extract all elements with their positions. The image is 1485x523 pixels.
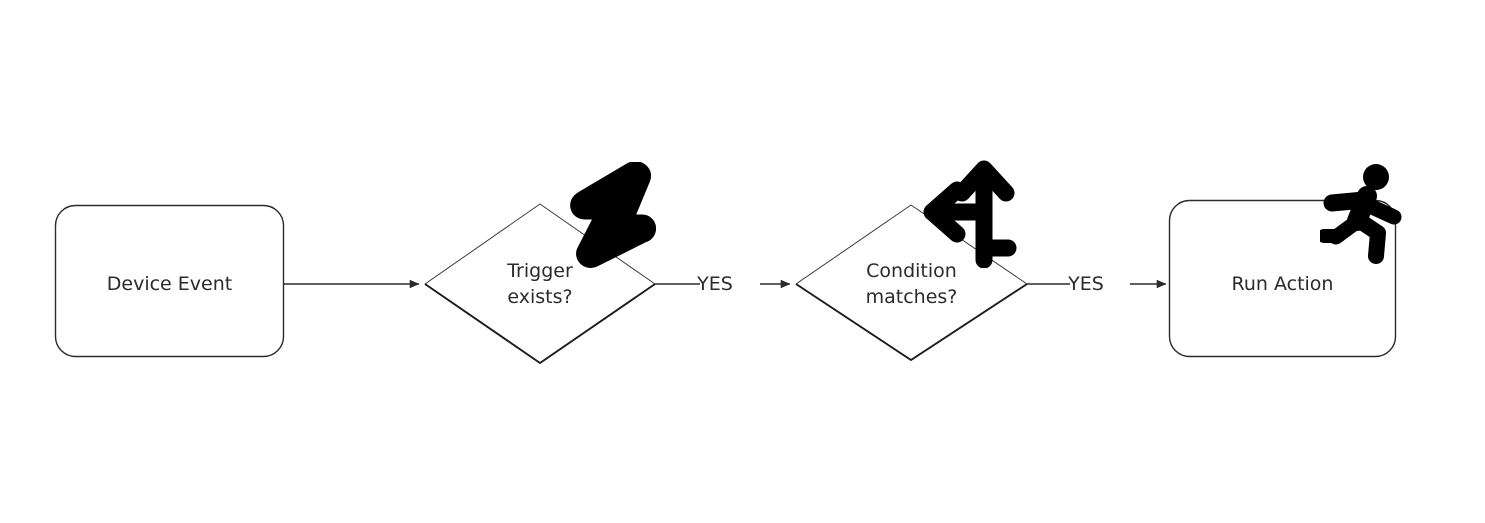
node-condition-matches-edge-light <box>795 204 1028 285</box>
node-run-action[interactable] <box>1168 199 1397 358</box>
edge-label-yes-condition: YES <box>1068 273 1104 295</box>
node-trigger-exists-edge-heavy[interactable] <box>424 283 656 365</box>
node-device-event[interactable] <box>54 204 285 358</box>
node-trigger-exists-edge-light <box>424 203 656 285</box>
node-condition-matches-edge-heavy[interactable] <box>795 283 1028 362</box>
edge-label-yes-trigger: YES <box>697 273 733 295</box>
